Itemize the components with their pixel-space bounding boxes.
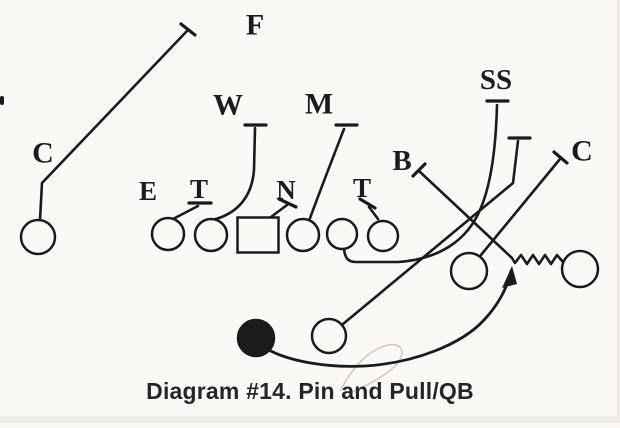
defender-label-F: F — [246, 9, 264, 42]
defender-label-N: N — [276, 175, 296, 205]
block-path-split-end-blocks-F — [38, 29, 189, 222]
block-path-right-guard-blocks-M — [307, 127, 346, 223]
block-cap-tight-end-blocks-T — [358, 197, 377, 210]
block-path-right-tackle-pulls-to-SS — [342, 103, 499, 264]
block-cap-flanker-crack-blocks-B — [411, 162, 427, 178]
block-path-running-back-lead-block — [341, 139, 520, 326]
block-path-left-guard-blocks-W — [210, 126, 257, 222]
pencil-mark-artifact — [339, 343, 403, 393]
player-circle-quarterback — [236, 318, 276, 358]
block-cap-split-end-blocks-F — [179, 22, 197, 37]
defender-label-M: M — [305, 88, 333, 121]
defender-label-E: E — [139, 176, 157, 206]
player-circle-left-guard — [193, 217, 229, 253]
defender-label-T-right: T — [353, 173, 371, 203]
player-circle-left-tackle — [150, 216, 186, 252]
player-circle-right-tackle — [325, 217, 359, 251]
scan-right-edge — [617, 0, 620, 423]
block-path-left-tackle-blocks-T — [171, 204, 200, 221]
run-arrowhead — [502, 266, 517, 288]
quarterback-sweep-path — [265, 269, 513, 368]
player-circle-running-back — [310, 317, 348, 355]
block-path-tight-end-blocks-T — [367, 205, 380, 221]
player-circle-tight-end — [366, 219, 400, 253]
block-path-wing-blocks-C — [479, 157, 562, 257]
diagram-caption: Diagram #14. Pin and Pull/QB — [146, 378, 474, 404]
block-path-center-blocks-N — [269, 203, 289, 219]
player-square-center — [236, 216, 280, 254]
player-circle-split-end — [19, 218, 57, 256]
defender-label-SS: SS — [480, 64, 512, 96]
block-path-flanker-crack-blocks-B — [417, 169, 565, 266]
block-cap-wing-blocks-C — [552, 150, 569, 165]
player-circle-right-guard — [285, 217, 321, 253]
block-cap-center-blocks-N — [277, 197, 298, 209]
defender-label-W: W — [213, 89, 243, 122]
defender-label-T-left: T — [190, 174, 208, 204]
player-circle-flanker — [560, 249, 600, 289]
scan-bottom-band — [0, 416, 620, 423]
defender-label-C-left: C — [32, 137, 54, 170]
scan-speck — [0, 96, 4, 105]
defender-label-C-right: C — [571, 135, 593, 168]
defender-label-B: B — [392, 145, 411, 177]
player-circle-wing — [449, 251, 489, 291]
